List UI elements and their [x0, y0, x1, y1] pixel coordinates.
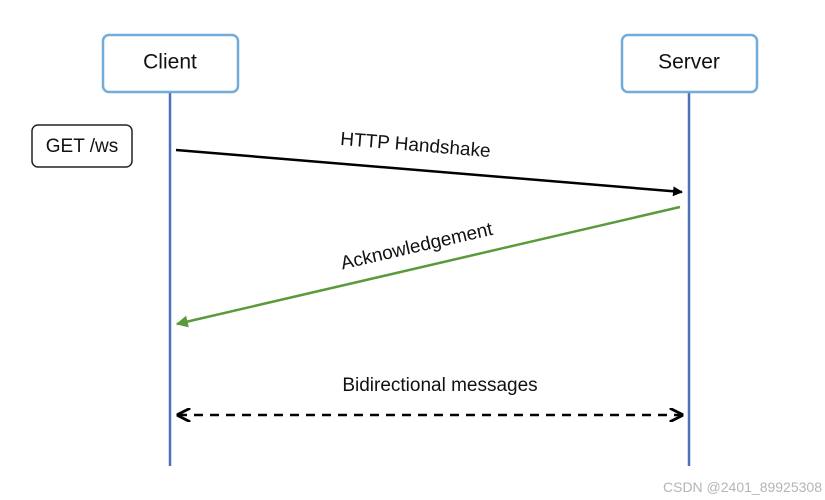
server-actor-label: Server: [658, 51, 720, 74]
acknowledgement-arrow: [175, 205, 681, 328]
server-actor-box: [620, 33, 759, 94]
server-actor: Server: [620, 33, 759, 94]
watermark-text: CSDN @2401_89925308: [663, 479, 822, 495]
handshake-arrow: [175, 148, 683, 197]
request-note: GET /ws: [31, 124, 133, 168]
client-actor-box: [101, 33, 240, 94]
client-actor: Client: [101, 33, 240, 94]
acknowledgement-label: Acknowledgement: [339, 219, 496, 275]
request-note-box: [31, 124, 133, 168]
bidirectional-label: Bidirectional messages: [342, 375, 537, 396]
request-note-label: GET /ws: [46, 136, 119, 157]
handshake-label: HTTP Handshake: [340, 129, 492, 162]
client-actor-label: Client: [143, 51, 197, 74]
